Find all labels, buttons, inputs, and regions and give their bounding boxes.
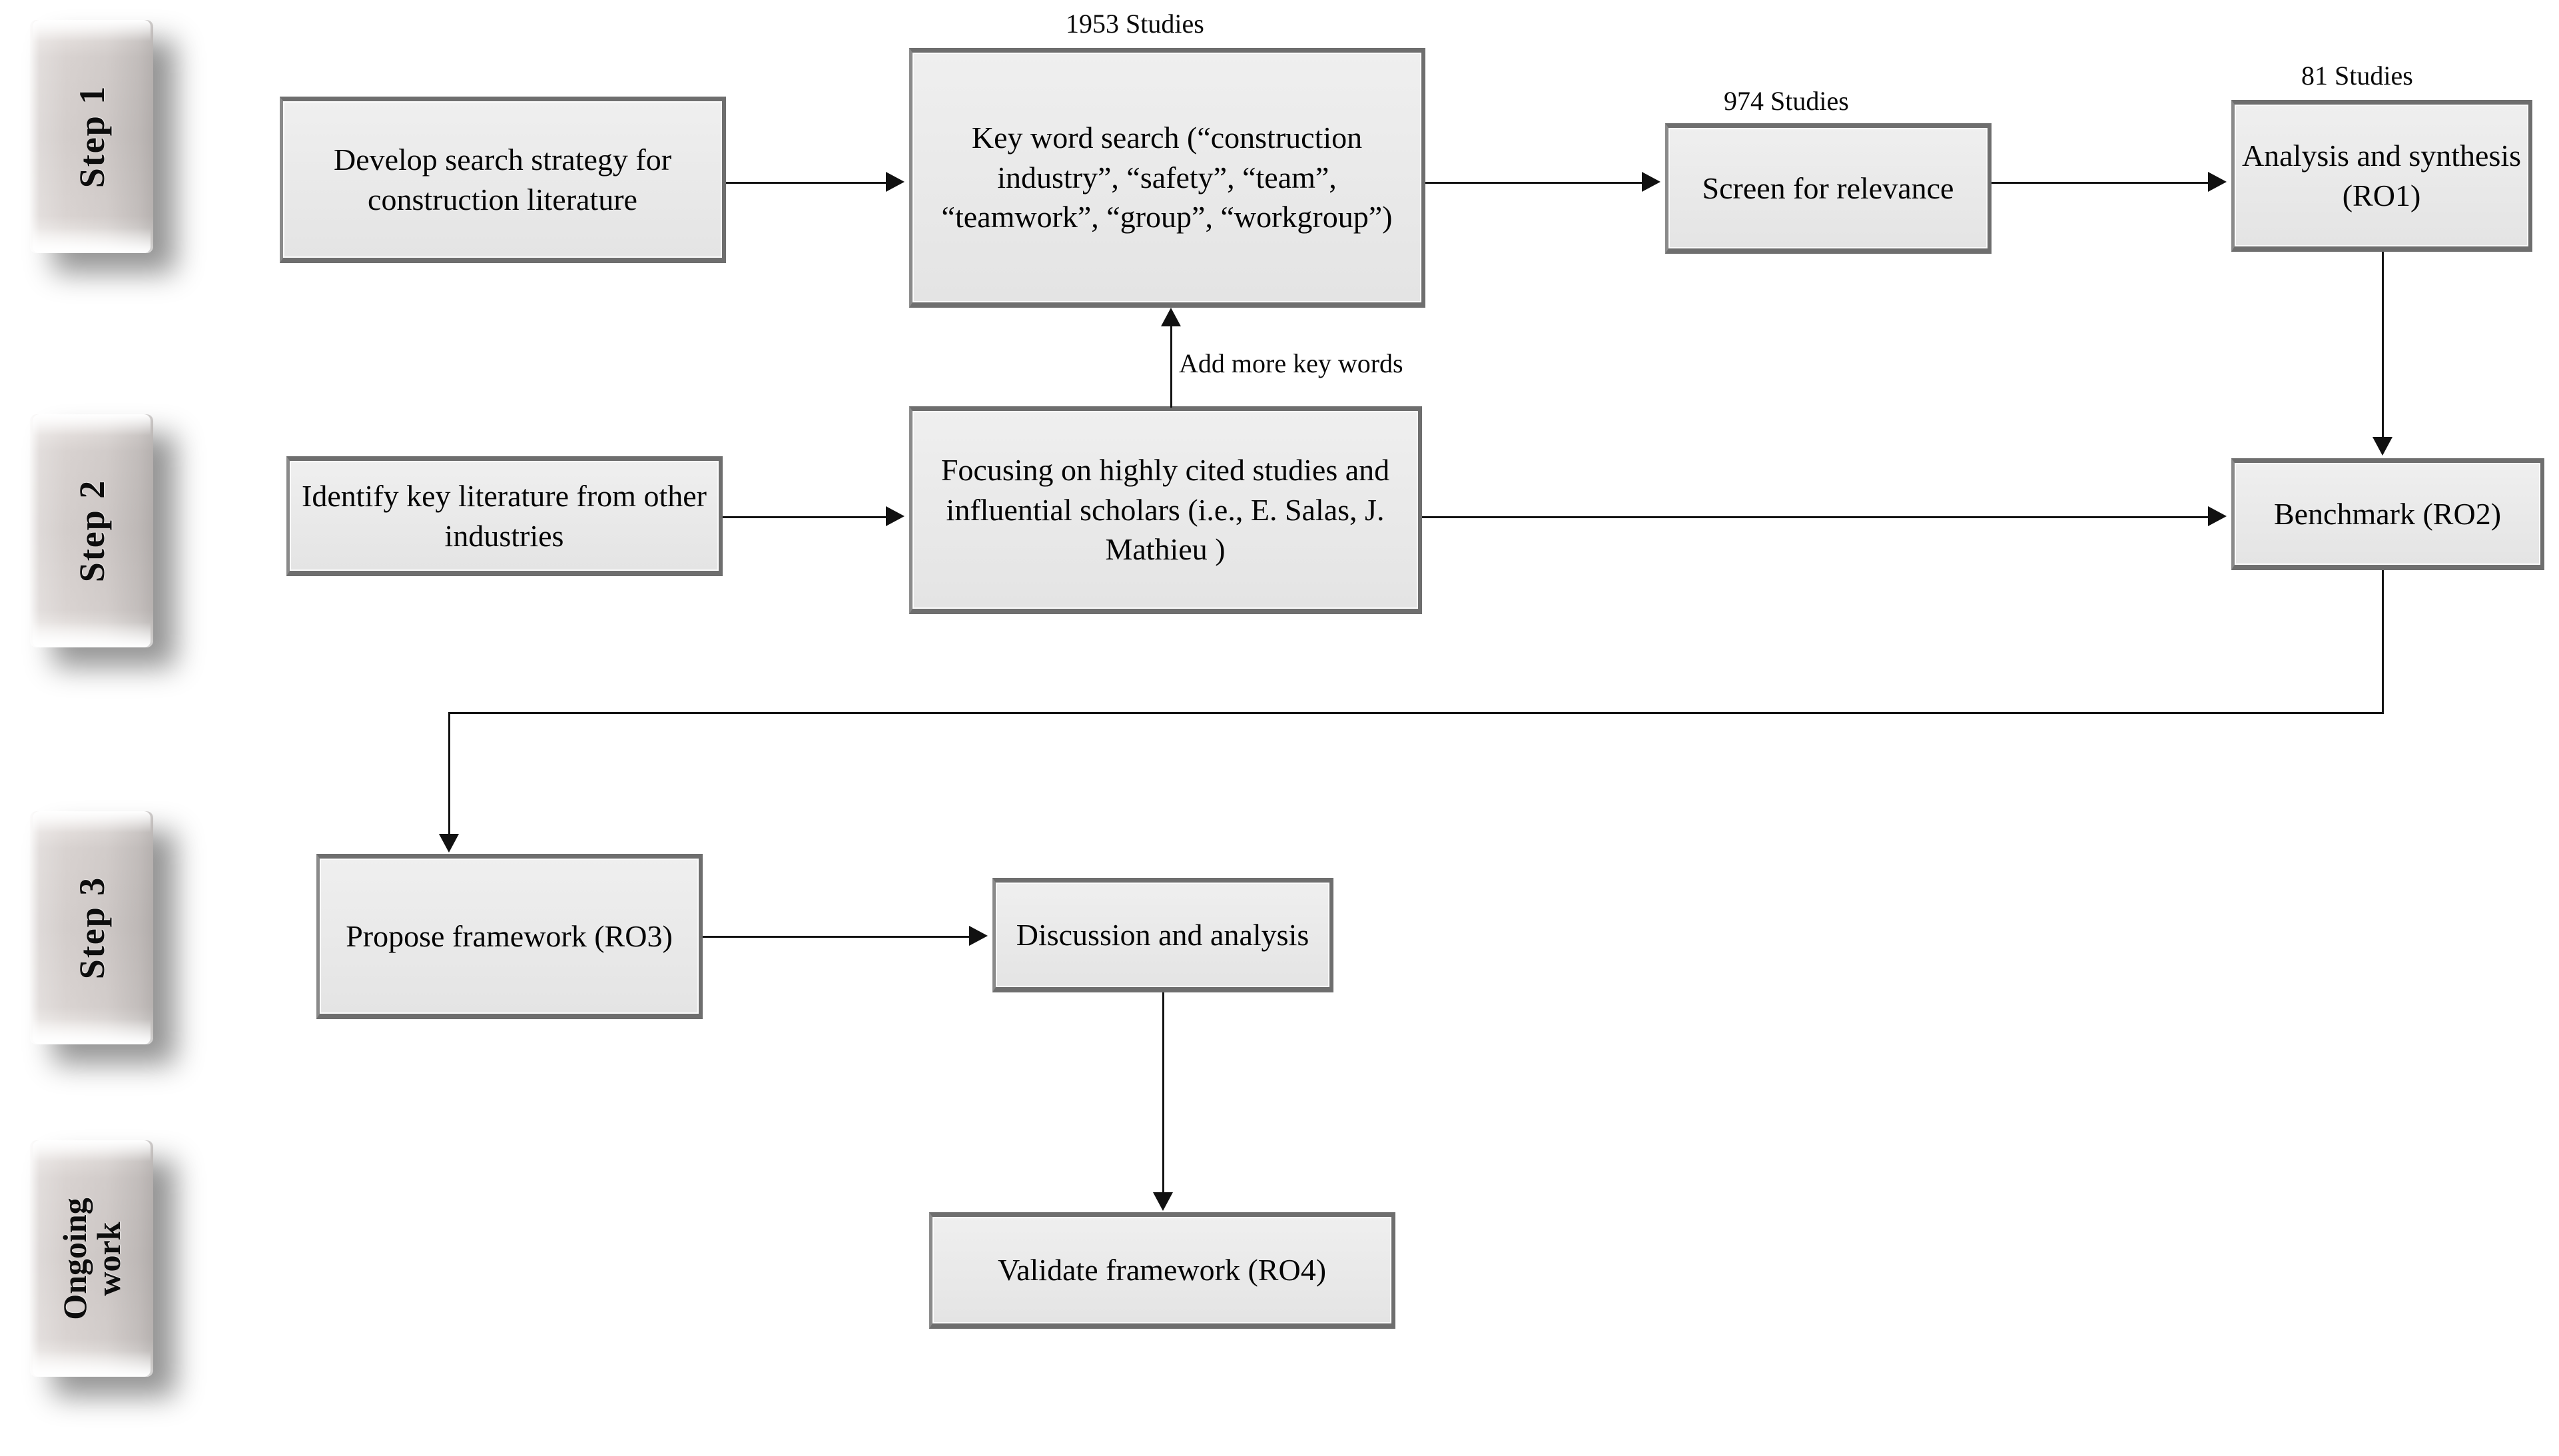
step-tab-step-3: Step 3 [30,811,153,1044]
arrowhead-add-more-key-words [1161,308,1181,326]
node-focusing-highly-cited[interactable]: Focusing on highly cited studies and inf… [909,406,1422,614]
node-label: Propose framework (RO3) [346,918,673,953]
step-tab-step-1: Step 1 [30,20,153,253]
node-screen-for-relevance[interactable]: Screen for relevance [1665,123,1992,254]
step-tab-step-2: Step 2 [30,414,153,647]
arrowhead-propose-to-discussion [969,926,988,946]
connector-develop-to-keyword [726,182,886,184]
connector-focusing-to-benchmark [1422,516,2208,518]
node-propose-framework[interactable]: Propose framework (RO3) [316,854,703,1019]
arrowhead-analysis-to-benchmark [2373,437,2392,456]
step-tab-label: Step 3 [71,876,112,980]
node-label: Develop search strategy for construction… [333,142,672,216]
arrowhead-discussion-to-validate [1153,1192,1173,1211]
arrowhead-keyword-to-screen [1642,172,1660,192]
node-benchmark[interactable]: Benchmark (RO2) [2231,458,2544,570]
connector-down-to-propose [448,712,450,835]
node-discussion-and-analysis[interactable]: Discussion and analysis [992,878,1333,992]
node-validate-framework[interactable]: Validate framework (RO4) [929,1212,1395,1329]
connector-propose-to-discussion [703,936,969,938]
node-identify-key-literature[interactable]: Identify key literature from other indus… [286,456,723,576]
node-label: Discussion and analysis [1016,917,1309,952]
node-label: Validate framework (RO4) [997,1253,1327,1287]
node-develop-search-strategy[interactable]: Develop search strategy for construction… [280,97,726,263]
connector-screen-to-analysis [1992,182,2208,184]
connector-discussion-to-validate [1162,992,1164,1194]
connector-keyword-to-screen [1425,182,1642,184]
connector-focusing-to-keyword-feedback [1170,326,1172,408]
arrowhead-screen-to-analysis [2208,172,2227,192]
edge-label-add-more-key-words: Add more key words [1179,348,1403,378]
node-key-word-search[interactable]: Key word search (“construction industry”… [909,48,1425,308]
step-tab-ongoing-work: Ongoing work [30,1140,153,1377]
arrowhead-develop-to-keyword [886,172,905,192]
step-tab-label: Step 2 [71,479,112,583]
arrowhead-focusing-to-benchmark [2208,506,2227,526]
node-label: Identify key literature from other indus… [302,478,707,553]
node-label: Screen for relevance [1702,171,1954,205]
connector-benchmark-down [2382,570,2384,713]
node-label: Key word search (“construction industry”… [941,120,1393,234]
caption-81-studies: 81 Studies [2301,61,2413,91]
node-label: Analysis and synthesis (RO1) [2241,138,2522,212]
connector-analysis-to-benchmark [2382,252,2384,437]
step-tab-label: Step 1 [71,85,112,188]
arrowhead-to-propose-framework [439,834,459,853]
arrowhead-identify-to-focusing [886,506,905,526]
node-label: Benchmark (RO2) [2273,496,2502,531]
node-label: Focusing on highly cited studies and inf… [940,452,1390,567]
connector-identify-to-focusing [723,516,886,518]
connector-benchmark-left [448,712,2384,714]
step-tab-label: Ongoing work [55,1197,127,1320]
caption-1953-studies: 1953 Studies [1066,9,1204,39]
node-analysis-and-synthesis[interactable]: Analysis and synthesis (RO1) [2231,100,2532,252]
caption-974-studies: 974 Studies [1724,86,1849,116]
